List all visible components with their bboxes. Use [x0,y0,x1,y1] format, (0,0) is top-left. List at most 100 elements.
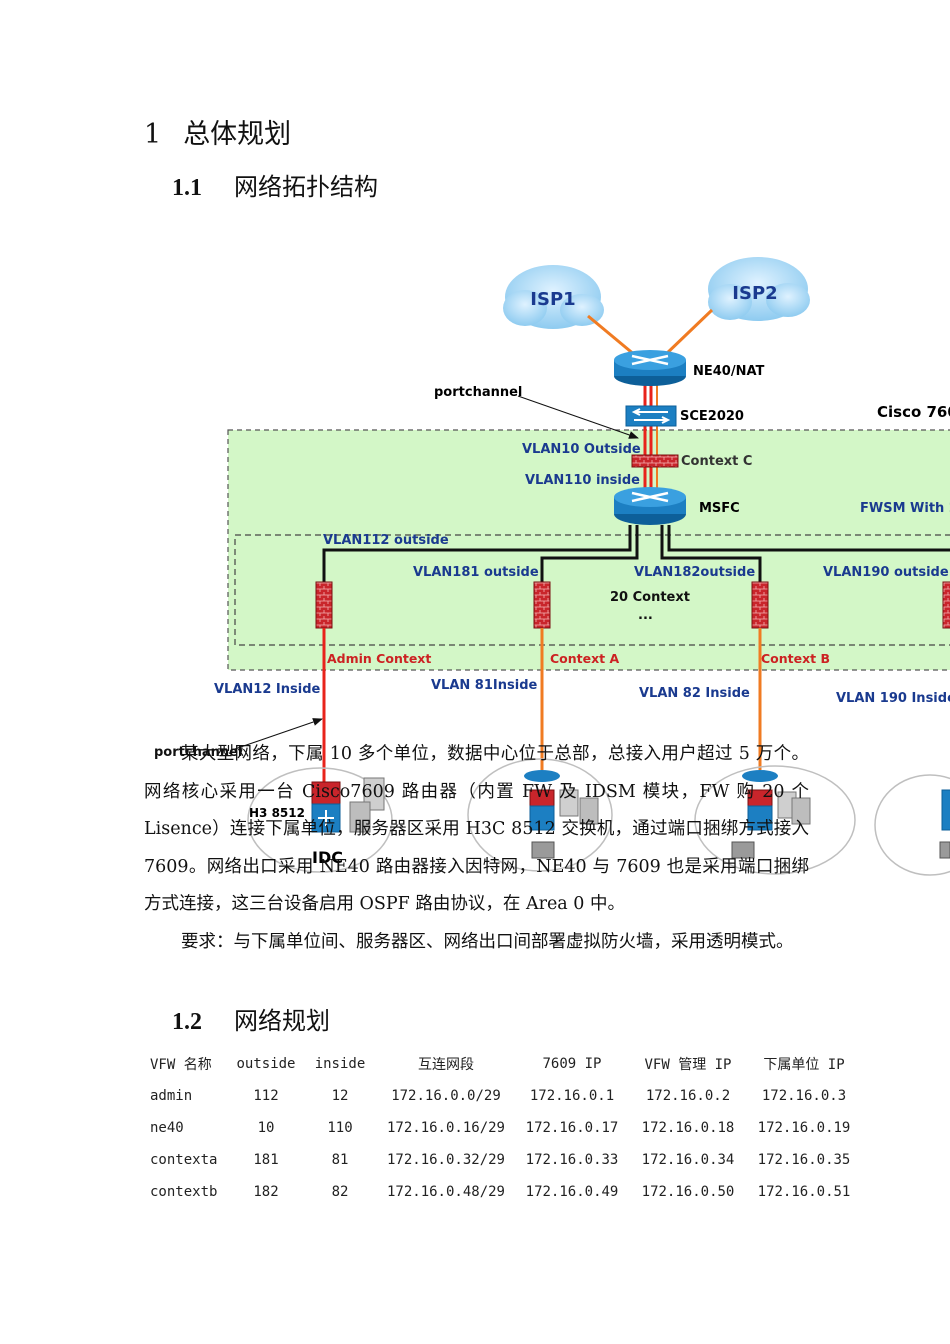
idc-server-icon [349,777,385,833]
vlan110-label: VLAN110 inside [525,473,640,488]
table-cell: 172.16.0.18 [641,1120,735,1136]
cisco-label: Cisco 760 [877,403,950,421]
table-cell: 82 [331,1184,349,1200]
table-cell: contextb [150,1184,218,1200]
site-clouds [247,758,950,876]
section-1-1-heading: 1.1 网络拓扑结构 [172,167,378,202]
table-cell: 81 [331,1152,349,1168]
description-paragraph-1: 某大型网络，下属 10 多个单位，数据中心位于总部，总接入用户超过 5 万个。网… [144,744,809,914]
table-cell: 172.16.0.1 [529,1088,615,1104]
vlan181-label: VLAN181 outside [413,565,539,580]
vlan81-label: VLAN 81Inside [431,678,537,693]
heading-1: 1 总体规划 [144,112,291,151]
context-190-firewall-icon [942,581,950,629]
section-1-2-title: 网络规划 [234,1007,330,1035]
table-cell: 172.16.0.3 [761,1088,847,1104]
table-cell: 172.16.0.32/29 [386,1152,505,1168]
table-row: ne40 10 110 172.16.0.16/29 172.16.0.17 1… [144,1112,860,1144]
column-header: inside [314,1056,366,1072]
isp2-cloud-icon [708,257,810,321]
h3-8512-switch-icon [311,781,341,833]
context-a-firewall-icon [533,581,551,629]
portchannel-top-label: portchannel [434,385,522,400]
table-cell: 172.16.0.51 [757,1184,851,1200]
twenty-context-label: 20 Context [610,590,690,605]
section-1-1-title: 网络拓扑结构 [234,173,378,201]
table-cell: 110 [327,1120,353,1136]
vfw-planning-table: VFW 名称 outside inside 互连网段 7609 IP VFW 管… [144,1048,860,1208]
portchannel-bottom-label: portchannel [154,745,243,760]
table-row: contextb 182 82 172.16.0.48/29 172.16.0.… [144,1176,860,1208]
msfc-vlan-links [322,525,950,582]
vlan82-label: VLAN 82 Inside [639,686,750,701]
isp1-link [587,314,637,358]
isp2-label: ISP2 [732,283,777,304]
heading-1-number: 1 [144,119,162,150]
table-cell: 172.16.0.16/29 [386,1120,505,1136]
context-c-firewall-icon [631,454,679,468]
fwsm-label: FWSM With 2 [860,501,950,516]
description-paragraph-2: 要求：与下属单位间、服务器区、网络出口间部署虚拟防火墙，采用透明模式。 [181,931,794,952]
table-cell: 172.16.0.17 [525,1120,619,1136]
isp2-link [662,308,714,358]
table-cell: 10 [257,1120,275,1136]
network-topology-diagram: ISP1 ISP2 NE40/NAT SCE2020 portchannel C… [214,257,950,876]
table-cell: 181 [253,1152,279,1168]
description-paragraphs: 某大型网络，下属 10 多个单位，数据中心位于总部，总接入用户超过 5 万个。网… [144,736,809,961]
table-cell: 172.16.0.34 [641,1152,735,1168]
context-a-label: Context A [550,651,620,666]
column-header: 7609 IP [542,1056,602,1072]
ne40-router-icon [614,350,686,386]
column-header: VFW 名称 [150,1057,212,1073]
table-cell: 172.16.0.49 [525,1184,619,1200]
msfc-router-icon [614,487,686,525]
column-header: outside [236,1056,296,1072]
column-header: 下属单位 IP [763,1057,845,1073]
table-cell: 172.16.0.0/29 [391,1088,501,1104]
section-1-1-number: 1.1 [172,175,202,201]
table-header-row: VFW 名称 outside inside 互连网段 7609 IP VFW 管… [144,1048,860,1080]
section-1-2-number: 1.2 [172,1009,202,1035]
section-1-2-heading: 1.2 网络规划 [172,1001,330,1036]
table-cell: 172.16.0.2 [645,1088,731,1104]
ne40-label: NE40/NAT [693,364,765,379]
vlan112-label: VLAN112 outside [323,533,449,548]
site-190-devices-icon [939,789,950,859]
table-cell: contexta [150,1152,218,1168]
idc-label: IDC [312,848,343,867]
vlan190-outside-label: VLAN190 outside [823,565,949,580]
table-row: contexta 181 81 172.16.0.32/29 172.16.0.… [144,1144,860,1176]
heading-1-title: 总体规划 [183,119,292,150]
vlan190-inside-label: VLAN 190 Inside [836,691,950,706]
admin-context-label: Admin Context [327,651,431,666]
table-cell: 172.16.0.50 [641,1184,735,1200]
sce2020-label: SCE2020 [680,409,744,424]
fwsm-contexts-zone [234,534,950,646]
context-b-label: Context B [761,651,830,666]
msfc-label: MSFC [699,501,740,516]
table-cell: 112 [253,1088,279,1104]
isp1-cloud-icon [503,265,604,329]
table-cell: ne40 [150,1120,184,1136]
context-b-firewall-icon [751,581,769,629]
table-cell: 182 [253,1184,279,1200]
column-header: VFW 管理 IP [644,1057,732,1073]
admin-context-firewall-icon [315,581,333,629]
h3-8512-label: H3 8512 [249,806,305,820]
site-b-devices-icon [731,770,811,859]
table-cell: 172.16.0.19 [757,1120,851,1136]
table-cell: admin [150,1088,193,1104]
sce2020-device-icon [625,405,677,427]
context-c-label: Context C [681,454,752,469]
portchannel-top-arrow [517,395,639,439]
table-row: admin 112 12 172.16.0.0/29 172.16.0.1 17… [144,1080,860,1112]
isp1-label: ISP1 [530,289,575,310]
portchannel-bottom-arrow [231,718,323,751]
table-cell: 12 [331,1088,349,1104]
table-cell: 172.16.0.33 [525,1152,619,1168]
column-header: 互连网段 [418,1057,474,1073]
more-contexts-label: ... [638,608,653,623]
vlan182-label: VLAN182outside [634,565,755,580]
vlan12-label: VLAN12 Inside [214,682,320,697]
table-cell: 172.16.0.35 [757,1152,851,1168]
